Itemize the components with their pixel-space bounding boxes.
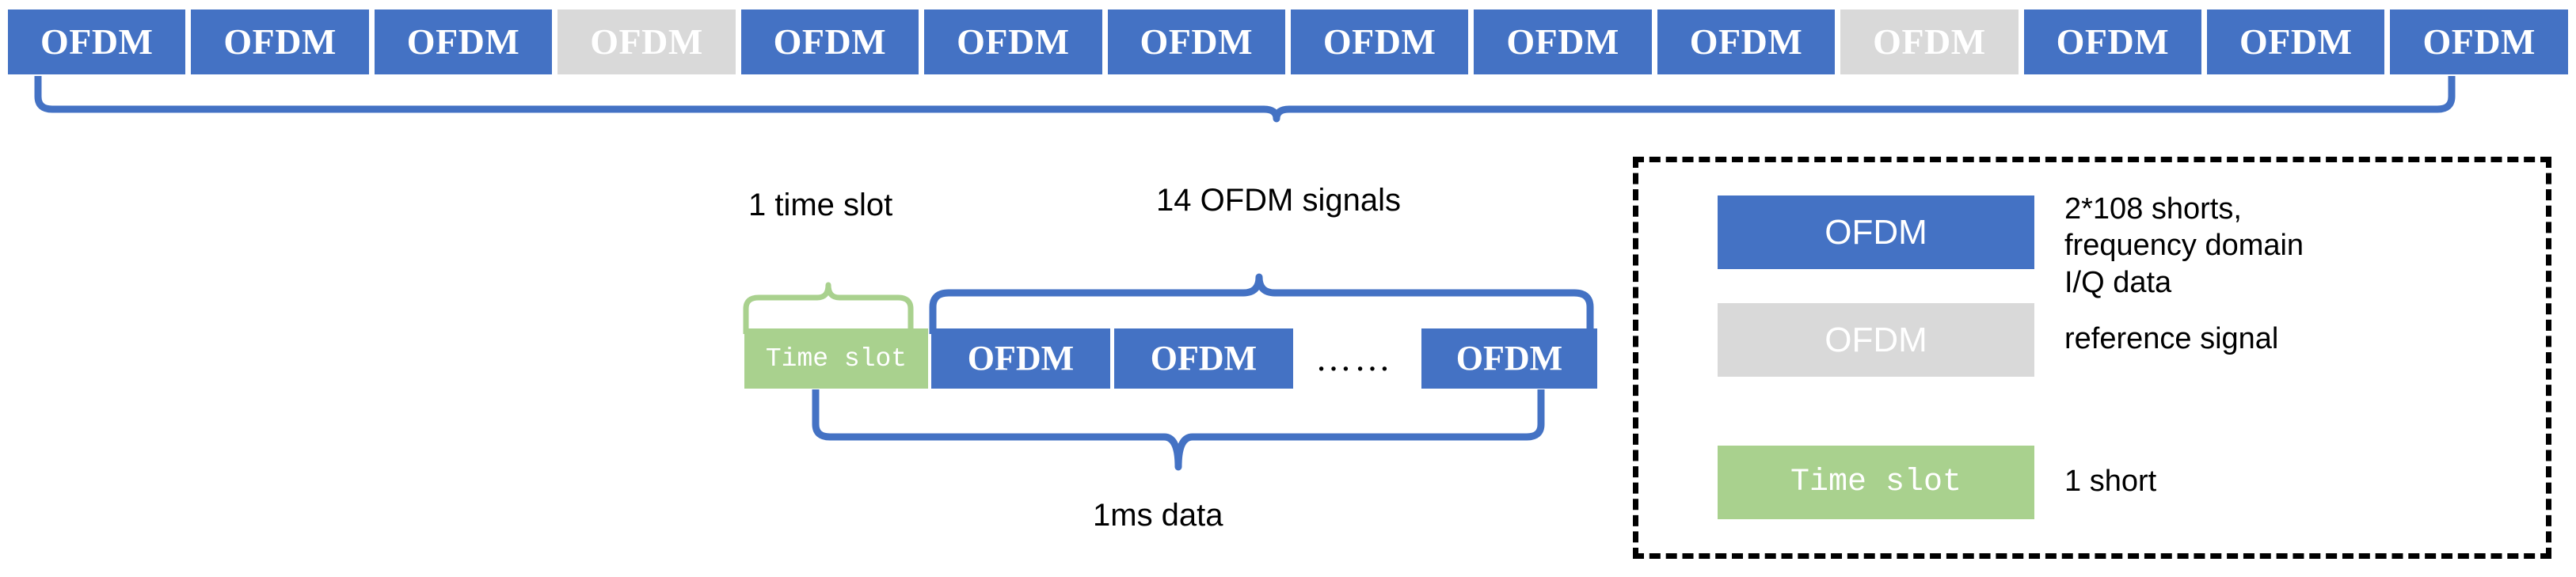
legend-swatch-label: OFDM [1825,212,1927,252]
time-slot-block-label: Time slot [765,344,907,374]
top-ofdm-cell-4-reference: OFDM [557,9,736,74]
top-ofdm-cell-14: OFDM [2390,9,2568,74]
top-row-brace-icon [34,76,2456,123]
top-ofdm-cell-label: OFDM [1506,21,1619,62]
caption-1ms-data: 1ms data [1093,498,1223,533]
top-ofdm-cell-label: OFDM [957,21,1070,62]
time-slot-block: Time slot [744,328,928,389]
top-ofdm-cell-label: OFDM [2056,21,2170,62]
top-ofdm-cell-label: OFDM [1322,21,1436,62]
middle-ofdm-block-label: OFDM [1455,339,1563,378]
legend-row-time-slot: Time slot 1 short [1718,446,2156,519]
one-ms-data-brace-icon [812,389,1545,471]
legend-swatch-ofdm-blue: OFDM [1718,195,2034,269]
legend-swatch-label: OFDM [1825,320,1927,359]
top-ofdm-cell-3: OFDM [374,9,553,74]
top-ofdm-cell-label: OFDM [773,21,887,62]
legend-description-ofdm-data: 2*108 shorts, frequency domain I/Q data [2064,192,2304,299]
top-ofdm-cell-12: OFDM [2023,9,2202,74]
legend-row-ofdm-reference: OFDM reference signal [1718,303,2278,377]
middle-ofdm-block-label: OFDM [967,339,1075,378]
top-ofdm-cell-6: OFDM [924,9,1102,74]
legend-swatch-time-slot: Time slot [1718,446,2034,519]
legend-description-reference-signal: reference signal [2064,322,2279,355]
top-ofdm-cell-label: OFDM [2239,21,2353,62]
top-ofdm-cell-2: OFDM [191,9,369,74]
top-ofdm-row: OFDM OFDM OFDM OFDM OFDM OFDM OFDM OFDM … [8,9,2568,74]
ellipsis-icon: …… [1315,338,1393,378]
caption-14-ofdm-signals: 14 OFDM signals [1156,183,1401,218]
middle-ofdm-block-label: OFDM [1150,339,1258,378]
top-ofdm-cell-label: OFDM [40,21,154,62]
caption-one-time-slot: 1 time slot [748,188,893,222]
top-ofdm-cell-label: OFDM [1873,21,1986,62]
top-ofdm-cell-label: OFDM [1140,21,1253,62]
legend-box: OFDM 2*108 shorts, frequency domain I/Q … [1633,157,2551,559]
top-ofdm-cell-7: OFDM [1107,9,1285,74]
top-ofdm-cell-label: OFDM [406,21,520,62]
middle-ofdm-block-last: OFDM [1421,328,1597,389]
time-slot-brace-icon [743,282,914,334]
legend-row-ofdm-data: OFDM 2*108 shorts, frequency domain I/Q … [1718,192,2304,301]
top-ofdm-cell-1: OFDM [8,9,186,74]
middle-ofdm-block-2: OFDM [1114,328,1293,389]
top-ofdm-cell-13: OFDM [2207,9,2385,74]
top-ofdm-cell-8: OFDM [1290,9,1469,74]
top-ofdm-cell-11-reference: OFDM [1840,9,2019,74]
top-ofdm-cell-label: OFDM [223,21,337,62]
legend-swatch-ofdm-grey: OFDM [1718,303,2034,377]
legend-swatch-label: Time slot [1790,464,1962,500]
top-ofdm-cell-5: OFDM [740,9,919,74]
legend-description-one-short: 1 short [2064,465,2157,498]
ofdm-group-brace-icon [929,273,1594,334]
top-ofdm-cell-9: OFDM [1474,9,1652,74]
top-ofdm-cell-label: OFDM [1689,21,1803,62]
top-ofdm-cell-label: OFDM [590,21,703,62]
middle-ofdm-block-1: OFDM [931,328,1110,389]
top-ofdm-cell-10: OFDM [1657,9,1836,74]
top-ofdm-cell-label: OFDM [2422,21,2536,62]
